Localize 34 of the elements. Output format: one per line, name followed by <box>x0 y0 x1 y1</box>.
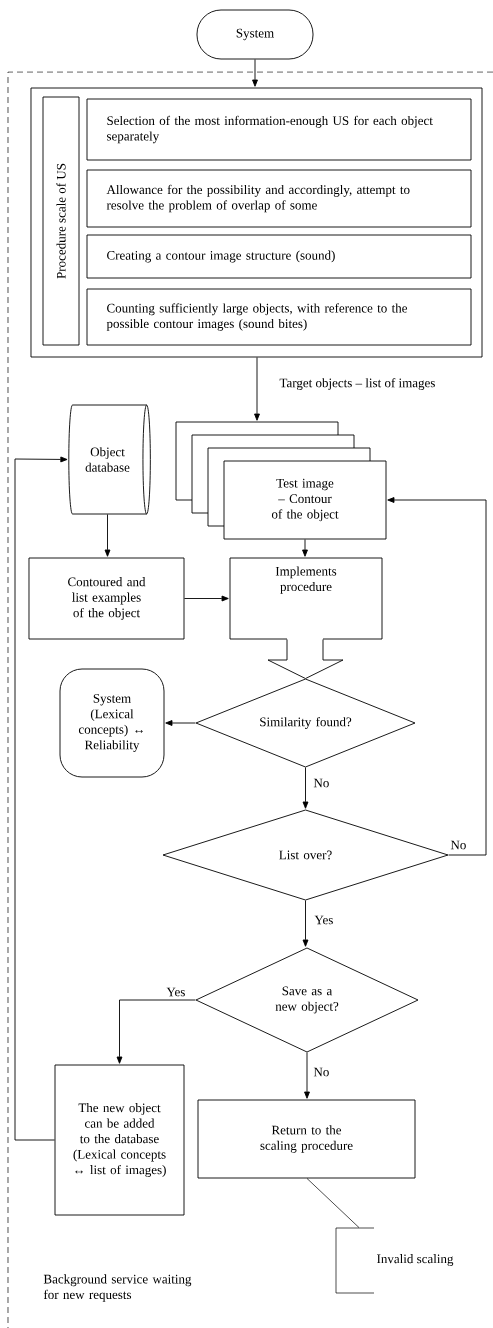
edge-label: Target objects – list of images <box>278 377 437 391</box>
arrow <box>14 456 68 1141</box>
process-box: Return to the scaling procedure <box>197 1099 416 1179</box>
process-box: The new object can be added to the database (Lexical concepts ↔ list of images) <box>54 1064 185 1216</box>
node-label: of the object <box>271 509 339 522</box>
arrow <box>104 514 111 557</box>
arrow <box>116 999 196 1064</box>
step-box: Creating a contour image structure (sound) <box>86 234 472 279</box>
database-cylinder: Object database <box>68 404 151 515</box>
arrow <box>304 1052 310 1099</box>
arrow <box>165 720 196 726</box>
arrow <box>254 357 260 421</box>
edge-label: Yes <box>313 914 335 926</box>
step-box: Allowance for the possibility and accordingly, attempt to resolve the problem of overlap of some <box>86 169 472 228</box>
annotation-bracket: Invalid scaling <box>335 1227 454 1294</box>
arrow <box>302 767 309 809</box>
procedure-frame <box>30 87 483 358</box>
leader-line <box>306 1178 360 1228</box>
edge-label: No <box>449 839 468 851</box>
edge-label: No <box>312 1066 331 1078</box>
vertical-label-box: Procedure scale of US <box>42 96 80 346</box>
process-box: Contoured and list examples of the object <box>28 557 185 640</box>
arrow <box>184 595 229 602</box>
block-arrow <box>267 639 344 679</box>
edge-label: No <box>312 777 331 789</box>
arrow <box>302 900 309 947</box>
arrow <box>302 539 308 557</box>
arrow <box>252 59 258 87</box>
process-box: Implements procedure <box>229 557 383 640</box>
edge-label: Yes <box>165 986 187 998</box>
card-stack: Test image – Contour of the object <box>175 421 387 540</box>
step-box: Selection of the most information-enough US for each object separately <box>86 98 472 161</box>
arrow <box>387 497 487 856</box>
step-box: Counting sufficiently large objects, with reference to the possible contour images (sound bites) <box>86 288 472 346</box>
